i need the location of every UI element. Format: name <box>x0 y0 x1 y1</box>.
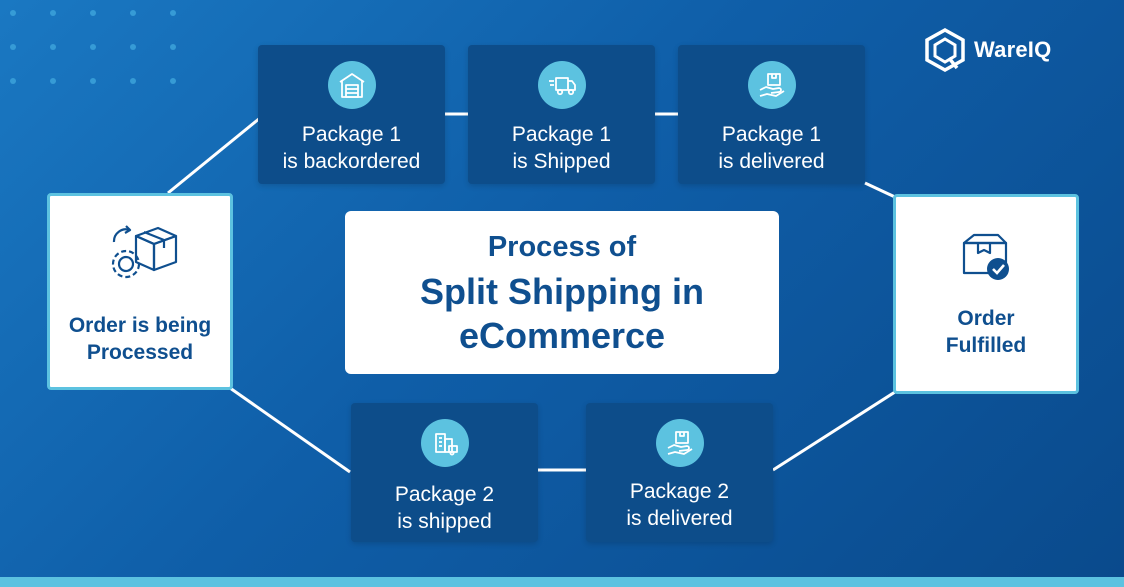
box-gear-cycle-icon <box>111 225 178 279</box>
warehouse-icon <box>339 73 364 98</box>
step-icon-badge <box>747 61 796 109</box>
title-line2: Split Shipping in <box>420 271 704 312</box>
hand-package-icon <box>667 431 692 455</box>
title-line3: eCommerce <box>458 315 666 356</box>
connector-start-to-step4 <box>229 386 351 474</box>
step-icon-badge <box>420 419 469 467</box>
step-icon-badge <box>655 419 704 467</box>
step4-label-line1: Package 2 <box>394 483 495 506</box>
connector-step5-to-end <box>772 390 896 472</box>
start-node-order-processing: Order is being Processed <box>47 193 233 390</box>
step4-label-line2: is shipped <box>397 510 492 533</box>
step5-label-line1: Package 2 <box>629 480 730 503</box>
step1-label-line1: Package 1 <box>301 123 402 146</box>
start-node-label-line1: Order is being <box>68 314 212 337</box>
hand-package-icon <box>759 73 784 97</box>
wareiq-logo-icon <box>925 28 965 72</box>
step-package2-delivered: Package 2 is delivered <box>586 403 773 542</box>
step3-label-line2: is delivered <box>718 150 825 173</box>
diagram-title-box: Process of Split Shipping in eCommerce <box>345 211 779 374</box>
end-node-label-line1: Order <box>957 307 1015 330</box>
end-node-order-fulfilled: Order Fulfilled <box>893 194 1079 394</box>
step-package1-shipped: Package 1 is Shipped <box>468 45 655 184</box>
step1-label-line2: is backordered <box>282 150 421 173</box>
step3-label-line1: Package 1 <box>721 123 822 146</box>
step5-label-line2: is delivered <box>626 507 733 530</box>
bottom-accent-strip <box>0 577 1124 587</box>
connector-step3-to-end <box>864 181 896 199</box>
decorative-dot-grid <box>10 10 180 90</box>
step-icon-badge <box>537 61 586 109</box>
buildings-truck-icon <box>434 433 458 456</box>
brand-logo: WareIQ <box>924 28 1051 72</box>
step-package2-shipped: Package 2 is shipped <box>351 403 538 542</box>
box-check-icon <box>962 233 1009 280</box>
step-package1-backordered: Package 1 is backordered <box>258 45 445 184</box>
step-icon-badge <box>327 61 376 109</box>
start-node-label-line2: Processed <box>86 341 194 364</box>
connector-start-to-step1 <box>167 116 261 195</box>
title-line1: Process of <box>487 231 637 263</box>
step2-label-line1: Package 1 <box>511 123 612 146</box>
brand-name: WareIQ <box>974 37 1052 62</box>
step-package1-delivered: Package 1 is delivered <box>678 45 865 184</box>
delivery-truck-icon <box>548 77 576 96</box>
end-node-label-line2: Fulfilled <box>945 334 1027 357</box>
step2-label-line2: is Shipped <box>512 150 611 173</box>
